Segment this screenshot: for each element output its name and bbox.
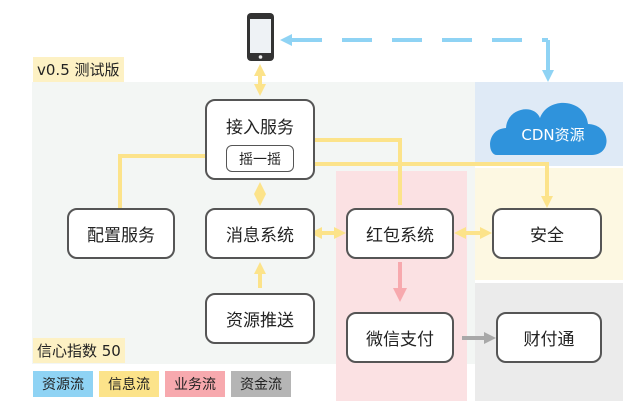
config-shake-line <box>118 154 213 208</box>
tenpay-label: 财付通 <box>523 330 575 350</box>
resource-push-node[interactable]: 资源推送 <box>205 293 315 344</box>
index-tag: 信心指数 50 <box>33 338 125 363</box>
wechat-pay-node[interactable]: 微信支付 <box>346 312 454 363</box>
config-service-label: 配置服务 <box>87 226 155 246</box>
legend-resource-flow: 资源流 <box>33 371 93 397</box>
message-system-node[interactable]: 消息系统 <box>205 208 315 259</box>
tenpay-node[interactable]: 财付通 <box>496 312 602 363</box>
shake-security-line <box>298 162 549 202</box>
message-system-label: 消息系统 <box>226 226 294 246</box>
redpacket-system-node[interactable]: 红包系统 <box>346 208 454 259</box>
redpacket-system-label: 红包系统 <box>366 226 434 246</box>
security-label: 安全 <box>530 226 564 246</box>
resource-push-label: 资源推送 <box>226 311 294 331</box>
config-service-node[interactable]: 配置服务 <box>67 208 175 259</box>
shake-node[interactable]: 摇一摇 <box>226 145 294 172</box>
legend-business-flow: 业务流 <box>165 371 225 397</box>
security-node[interactable]: 安全 <box>492 208 602 259</box>
access-redpacket-line <box>314 138 402 205</box>
shake-label: 摇一摇 <box>239 151 281 168</box>
legend-info-flow: 信息流 <box>99 371 159 397</box>
wechat-pay-label: 微信支付 <box>366 330 434 350</box>
version-tag: v0.5 测试版 <box>33 57 124 82</box>
access-service-label: 接入服务 <box>226 118 294 138</box>
legend-money-flow: 资金流 <box>231 371 291 397</box>
resource-arrowhead-left <box>280 34 292 46</box>
resource-flow-arrow <box>292 38 550 70</box>
resource-arrowhead-down <box>542 70 554 82</box>
cloud-icon <box>490 102 607 155</box>
cloud-label: CDN资源 <box>521 126 585 144</box>
smartphone-icon <box>247 13 274 61</box>
